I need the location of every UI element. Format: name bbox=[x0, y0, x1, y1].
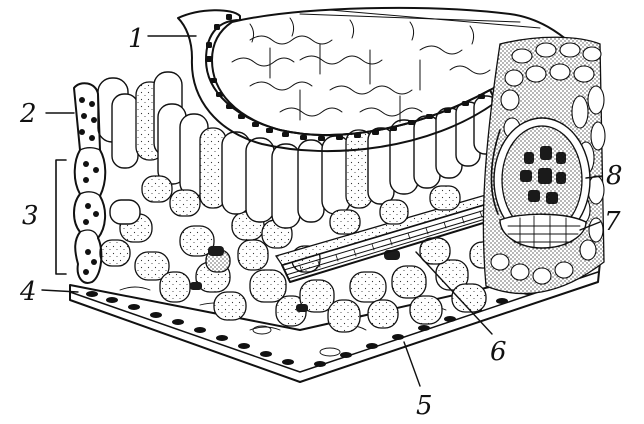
label-4: 4 bbox=[19, 277, 37, 307]
label-2: 2 bbox=[19, 99, 37, 129]
vascular-bundle bbox=[483, 37, 605, 293]
label-5: 5 bbox=[416, 391, 433, 421]
label-1: 1 bbox=[128, 24, 145, 54]
label-7: 7 bbox=[604, 207, 621, 237]
label-6: 6 bbox=[490, 337, 507, 367]
bracket-3 bbox=[56, 160, 66, 274]
label-8: 8 bbox=[606, 161, 623, 191]
label-3: 3 bbox=[22, 201, 39, 231]
palisade-mesophyll bbox=[98, 72, 514, 234]
